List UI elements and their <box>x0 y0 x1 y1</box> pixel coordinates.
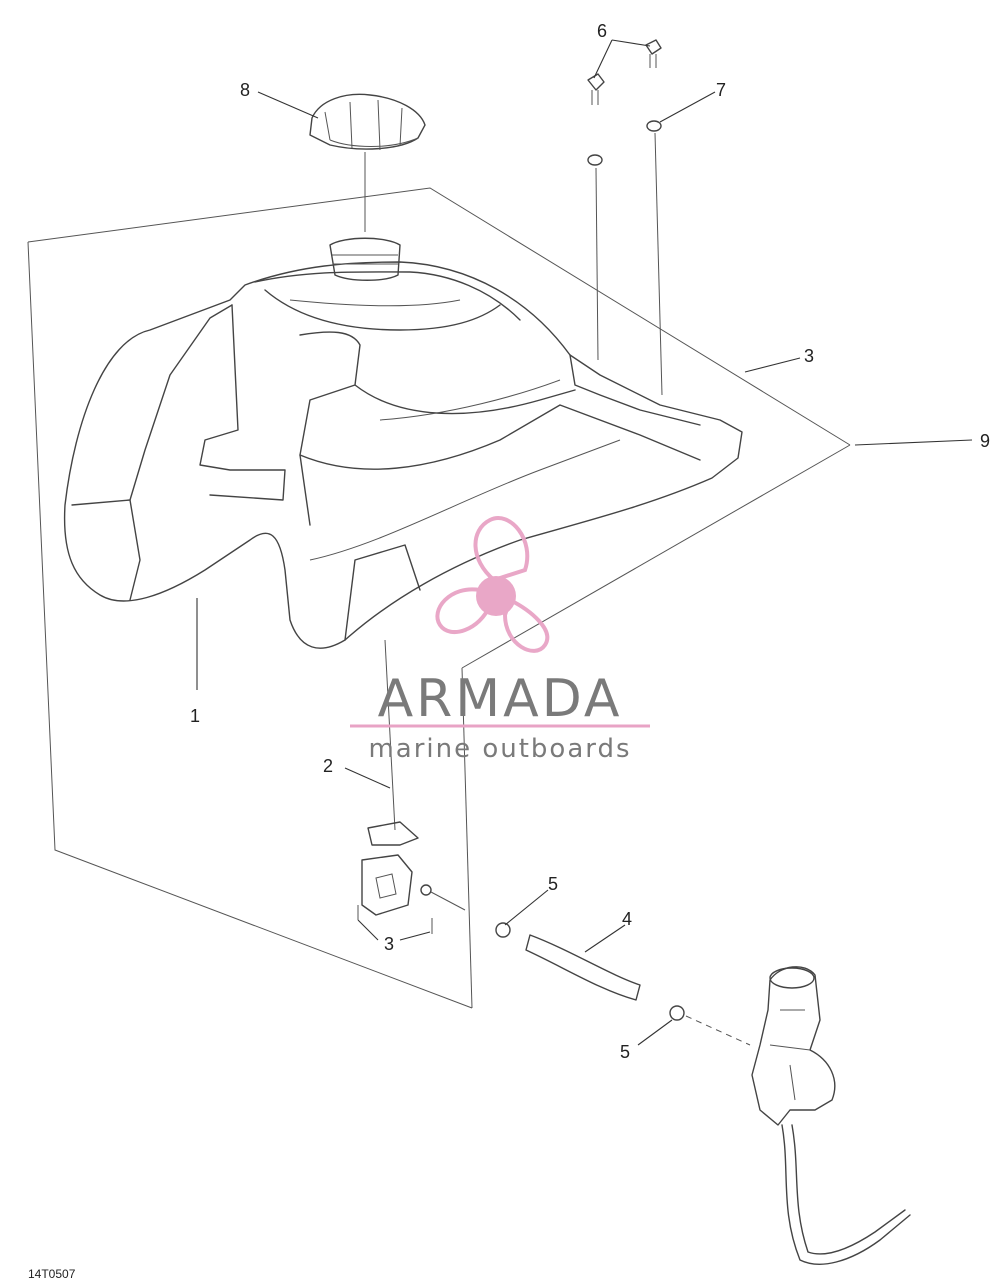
logo-tagline: marine outboards <box>368 734 631 764</box>
callout-4: 4 <box>622 909 632 929</box>
logo-brand-text: ARMADA <box>378 669 623 729</box>
callout-3-bottom: 3 <box>384 934 394 954</box>
fuel-tank <box>63 237 743 649</box>
callout-5-upper: 5 <box>548 874 558 894</box>
fuel-hose <box>495 922 751 1046</box>
fuel-valve <box>357 639 466 934</box>
screw-right <box>645 39 663 396</box>
fuel-cap <box>309 93 426 232</box>
callout-5-lower: 5 <box>620 1042 630 1062</box>
assembly-boundary <box>27 187 851 1009</box>
callout-9: 9 <box>980 431 990 451</box>
figure-code: 14T0507 <box>28 1267 76 1281</box>
armada-logo: ARMADA marine outboards <box>350 516 650 764</box>
callout-6: 6 <box>597 21 607 41</box>
callouts: 8 6 7 3 9 1 2 3 5 4 5 <box>190 21 990 1062</box>
callout-7: 7 <box>716 80 726 100</box>
propeller-icon <box>435 516 550 653</box>
callout-8: 8 <box>240 80 250 100</box>
screw-left <box>587 73 605 361</box>
callout-2: 2 <box>323 756 333 776</box>
leader-lines <box>196 39 973 1046</box>
carburetor <box>751 966 911 1265</box>
callout-1: 1 <box>190 706 200 726</box>
callout-3-top: 3 <box>804 346 814 366</box>
